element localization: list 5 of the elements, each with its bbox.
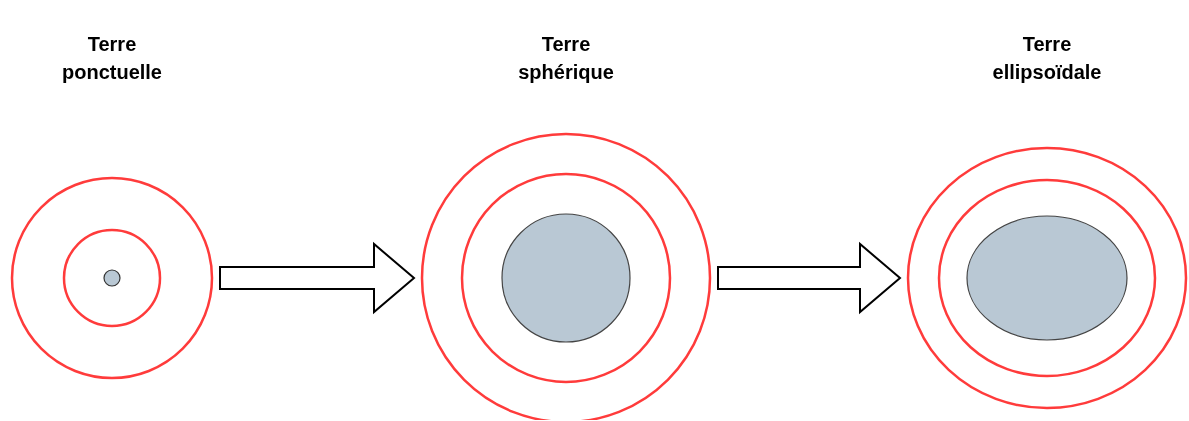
heading: Terre sphérique [517,32,615,85]
block-arrow [219,241,416,315]
block-arrow [717,241,902,315]
heading: Terre ponctuelle [61,32,163,85]
heading: Terre ellipsoïdale [991,32,1103,85]
